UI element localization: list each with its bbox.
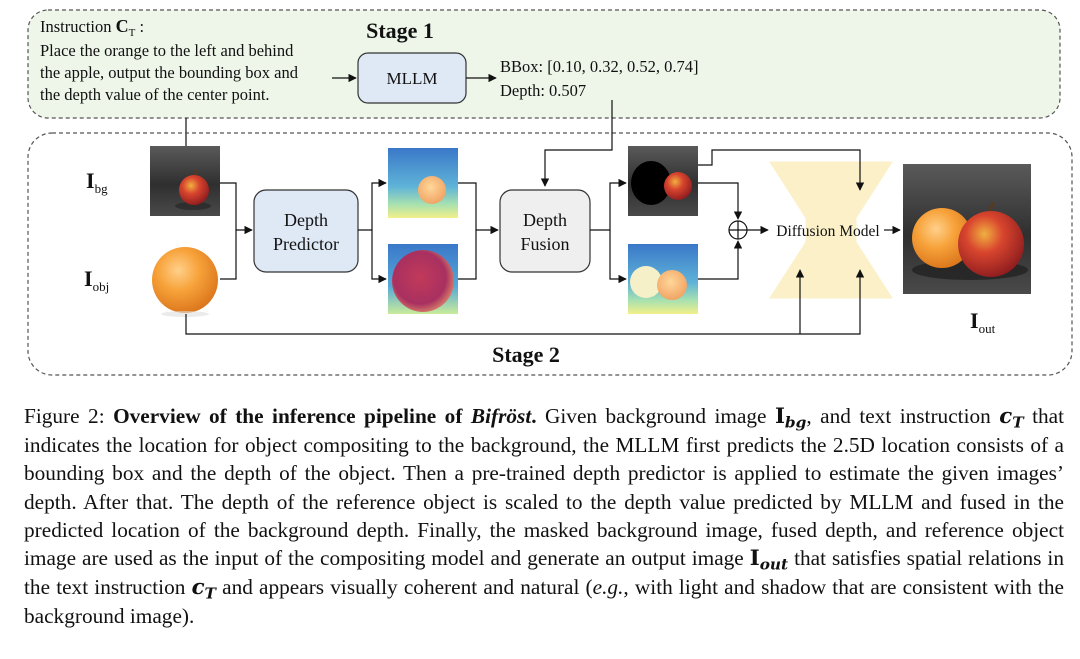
bbox-output: BBox: [0.10, 0.32, 0.52, 0.74]: [500, 57, 698, 76]
masked-background-image: [628, 146, 698, 216]
background-depth-map: [388, 148, 458, 218]
concat-plus-icon: [728, 220, 748, 240]
object-image: [150, 244, 220, 317]
object-depth-map: [388, 244, 458, 314]
instruction-label: Instruction CT :: [40, 16, 144, 39]
diffusion-model-label: Diffusion Model: [776, 223, 879, 240]
stage1-title: Stage 1: [366, 18, 434, 43]
depth-predictor-line-2: Predictor: [273, 234, 339, 254]
instruction-line-3: the depth value of the center point.: [40, 85, 270, 104]
pipeline-figure: Stage 1 Instruction CT : Place the orang…: [27, 9, 1073, 376]
caption-title: Overview of the inference pipeline of Bi…: [113, 404, 537, 428]
math-i-out: Iout: [749, 546, 789, 574]
figure-caption: Figure 2: Overview of the inference pipe…: [24, 404, 1065, 629]
depth-fusion-line-1: Depth: [523, 210, 567, 230]
stage2-title: Stage 2: [492, 342, 560, 367]
caption-prefix: Figure 2:: [24, 404, 114, 428]
mllm-label: MLLM: [387, 69, 438, 88]
output-label: Iout: [970, 308, 996, 336]
fused-depth-map: [628, 244, 698, 314]
stage1-container: [27, 9, 1061, 119]
depth-fusion-line-2: Fusion: [520, 234, 569, 254]
depth-predictor-line-1: Depth: [284, 210, 328, 230]
math-c-t-2: cT: [191, 575, 216, 603]
depth-output: Depth: 0.507: [500, 81, 586, 100]
math-c-t: cT: [999, 404, 1024, 432]
input-obj-label: Iobj: [84, 266, 109, 294]
instruction-line-2: the apple, output the bounding box and: [40, 63, 299, 82]
stage2-container: [27, 132, 1073, 376]
input-bg-label: Ibg: [86, 168, 108, 196]
depth-fusion-box: [499, 189, 591, 273]
instruction-line-1: Place the orange to the left and behind: [40, 41, 294, 60]
math-i-bg: Ibg: [774, 404, 807, 432]
background-image: [150, 146, 220, 216]
output-image: [903, 164, 1031, 294]
diffusion-model-shape: [769, 161, 893, 299]
depth-predictor-box: [253, 189, 359, 273]
